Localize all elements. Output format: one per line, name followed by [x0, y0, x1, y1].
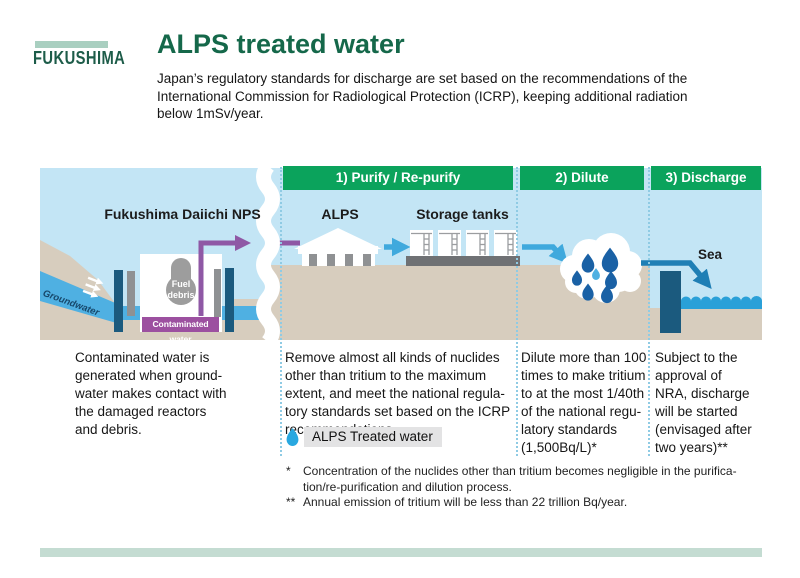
description-discharge: Subject to the approval of NRA, discharg… — [655, 350, 752, 455]
groundwater-river — [40, 271, 120, 324]
footnote-2-text: Annual emission of tritium will be less … — [303, 495, 628, 509]
bottom-accent-bar — [40, 548, 762, 557]
section-divider — [516, 167, 518, 456]
alps-building-icon — [294, 228, 382, 266]
plant-label: Fukushima Daiichi NPS — [104, 206, 261, 222]
footnote-1-marker: * — [286, 464, 291, 478]
storage-tanks-icon — [406, 229, 520, 266]
description-contaminated-water: Contaminated water is generated when gro… — [75, 350, 227, 437]
footnote-2: ** Annual emission of tritium will be le… — [286, 495, 776, 511]
water-droplet-icon — [286, 428, 299, 446]
sea-water — [681, 296, 762, 309]
page-title: ALPS treated water — [157, 29, 405, 59]
fuel-debris-icon — [166, 258, 196, 305]
alps-label: ALPS — [321, 206, 359, 222]
footnote-1-text: Concentration of the nuclides other than… — [303, 464, 737, 494]
description-dilute: Dilute more than 100 times to make triti… — [521, 350, 647, 455]
section-divider — [648, 167, 650, 456]
page-subtitle: Japan’s regulatory standards for dischar… — [157, 71, 688, 121]
contaminated-water-label: Contaminated water — [142, 317, 219, 344]
footnote-1: * Concentration of the nuclides other th… — [286, 464, 776, 495]
flow-arrow-dilution-to-sea — [641, 260, 712, 290]
fuel-debris-label: Fuel debris — [167, 279, 195, 300]
logo-accent-bar — [35, 41, 108, 48]
logo-text: FUKUSHIMA — [33, 48, 126, 68]
sea-label: Sea — [698, 247, 723, 262]
process-scene — [40, 168, 762, 340]
treated-water-legend-label: ALPS Treated water — [304, 427, 442, 447]
description-purify: Remove almost all kinds of nuclides othe… — [285, 350, 511, 437]
section-divider — [280, 167, 282, 456]
storage-tanks-label: Storage tanks — [416, 206, 509, 222]
footnote-2-marker: ** — [286, 495, 296, 509]
step-header-purify: 1) Purify / Re-purify — [283, 166, 513, 190]
wavy-divider — [256, 168, 280, 340]
step-header-discharge: 3) Discharge — [651, 166, 761, 190]
discharge-outfall-wall — [660, 271, 681, 333]
groundwater-flow-arrows — [82, 276, 104, 298]
treated-water-legend: ALPS Treated water — [285, 427, 442, 447]
seaside-impermeable-walls — [114, 268, 234, 332]
footnotes: * Concentration of the nuclides other th… — [286, 464, 776, 511]
step-header-dilute: 2) Dilute — [520, 166, 644, 190]
flow-arrow-tanks-to-dilution — [522, 243, 568, 264]
contaminated-water-arrow — [198, 234, 252, 316]
